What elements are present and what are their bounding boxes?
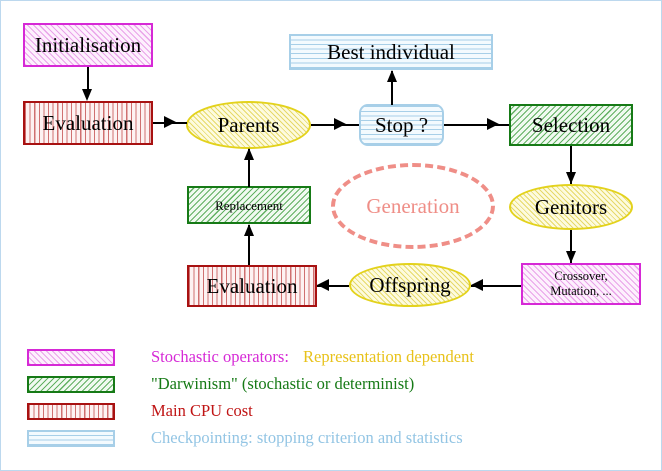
node-evaluation-top-label: Evaluation [42, 110, 134, 135]
node-generation-label: Generation [366, 193, 460, 218]
node-replacement[interactable]: Replacement [187, 186, 311, 224]
edge-init-to-eval [87, 67, 89, 91]
node-genitors[interactable]: Genitors [509, 184, 633, 230]
legend-swatch-darwinism [27, 375, 115, 393]
legend-label-stochastic-operators: Stochastic operators: Representation dep… [151, 347, 474, 367]
node-initialisation-label: Initialisation [34, 32, 142, 57]
node-parents-label: Parents [217, 112, 280, 137]
edge-genitors-to-crossover [570, 230, 572, 263]
node-generation-boundary: Generation [331, 163, 495, 249]
legend-text-primary: Stochastic operators: [151, 347, 289, 366]
legend-text-secondary: Representation dependent [303, 347, 474, 366]
arrowhead-offspring-to-eval [317, 279, 329, 291]
edge-eval-to-replacement [248, 225, 250, 265]
edge-offspring-to-eval [317, 285, 349, 287]
node-crossover-line1: Crossover, [554, 269, 608, 284]
node-evaluation-top[interactable]: Evaluation [23, 101, 153, 145]
arrowhead-eval-to-replacement [244, 224, 254, 236]
node-genitors-label: Genitors [534, 194, 608, 219]
node-parents[interactable]: Parents [186, 101, 311, 149]
edge-selection-to-genitors [570, 146, 572, 184]
node-evaluation-bottom[interactable]: Evaluation [187, 265, 317, 307]
edge-stop-to-best [391, 71, 393, 105]
node-initialisation[interactable]: Initialisation [23, 23, 153, 67]
edge-stop-to-selection [444, 124, 509, 126]
legend-row: "Darwinism" (stochastic or determinist) [27, 374, 414, 394]
arrowhead-init-to-eval [82, 89, 92, 101]
edge-crossover-to-offspring [471, 285, 521, 287]
node-crossover-line2: Mutation, ... [550, 284, 612, 298]
node-selection[interactable]: Selection [509, 104, 633, 146]
node-best-individual[interactable]: Best individual [289, 34, 493, 70]
legend-swatch-stochastic-operators [27, 348, 115, 366]
legend-swatch-checkpointing [27, 429, 115, 447]
node-best-individual-label: Best individual [327, 39, 455, 64]
node-stop[interactable]: Stop ? [359, 104, 444, 146]
arrowhead-replacement-to-parents [244, 148, 254, 160]
node-crossover-mutation[interactable]: Crossover, Mutation, ... [521, 263, 641, 305]
legend-label-checkpointing: Checkpointing: stopping criterion and st… [151, 428, 463, 447]
arrowhead-eval-to-parents [164, 116, 176, 128]
edge-replacement-to-parents [248, 149, 250, 187]
legend-label-darwinism: "Darwinism" (stochastic or determinist) [151, 374, 415, 393]
node-replacement-label: Replacement [215, 197, 283, 213]
legend-row: Main CPU cost [27, 401, 253, 421]
node-offspring-label: Offspring [369, 272, 451, 297]
arrowhead-parents-to-stop [334, 118, 346, 130]
legend-swatch-main-cpu-cost [27, 402, 115, 420]
legend-row: Stochastic operators: Representation dep… [27, 347, 474, 367]
arrowhead-crossover-to-offspring [471, 279, 483, 291]
legend-label-main-cpu-cost: Main CPU cost [151, 401, 253, 420]
node-evaluation-bottom-label: Evaluation [206, 273, 298, 298]
arrowhead-selection-to-genitors [566, 172, 576, 184]
node-selection-label: Selection [531, 112, 611, 137]
node-offspring[interactable]: Offspring [349, 263, 471, 307]
node-stop-label: Stop ? [374, 112, 429, 137]
arrowhead-stop-to-selection [487, 118, 499, 130]
legend-row: Checkpointing: stopping criterion and st… [27, 428, 463, 448]
arrowhead-genitors-to-crossover [566, 251, 576, 263]
arrowhead-stop-to-best [387, 70, 397, 82]
